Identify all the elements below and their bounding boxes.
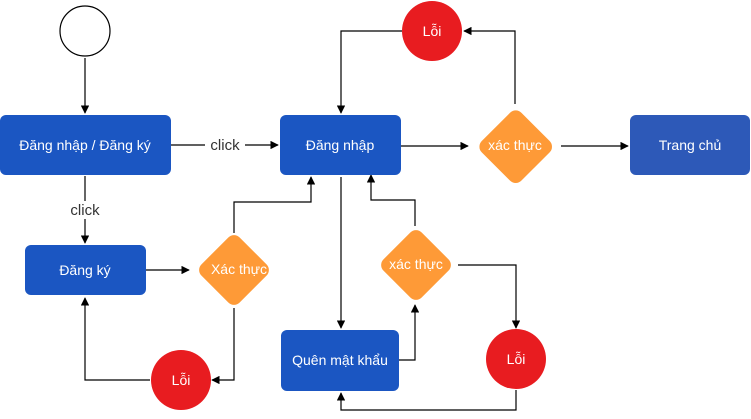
start-node (59, 5, 111, 57)
edge-forgot-to-verify (399, 304, 420, 361)
edge-verify-register-to-login (233, 176, 316, 233)
node-home-label: Trang chủ (659, 137, 722, 153)
decision-verify-forgot (381, 230, 451, 300)
node-register (25, 245, 146, 295)
decision-verify-register (199, 235, 269, 305)
edge-verify-login-to-error (463, 26, 516, 104)
node-login-register-label: Đăng nhập / Đăng ký (19, 137, 151, 153)
error-register-node (151, 350, 211, 410)
edge-verify-forgot-to-login (366, 174, 416, 226)
error-forgot-label: Lỗi (507, 351, 526, 367)
edge-verify-forgot-to-error (458, 264, 521, 329)
node-login-register (0, 115, 171, 175)
decision-verify-register-label: Xác thực (211, 261, 267, 277)
error-login-node (402, 1, 462, 61)
edge-verify-register-to-error (211, 308, 235, 385)
decision-verify-forgot-label: xác thực (389, 256, 443, 272)
decision-verify-login (479, 110, 552, 183)
node-register-label: Đăng ký (59, 262, 110, 278)
edge-label-click-register: click (70, 202, 100, 219)
decision-verify-login-label: xác thực (488, 137, 542, 153)
error-forgot-node (486, 329, 546, 389)
edges (80, 26, 629, 411)
error-login-label: Lỗi (423, 23, 442, 39)
node-forgot-password-label: Quên mật khẩu (292, 352, 388, 368)
edge-label-click-login: click (210, 137, 240, 154)
edge-error-login-to-login (336, 30, 402, 114)
node-home (630, 115, 750, 175)
edge-error-forgot-to-forgot (336, 390, 517, 411)
edge-label-bg (65, 201, 105, 219)
error-register-label: Lỗi (172, 372, 191, 388)
edge-label-bg (205, 136, 245, 154)
node-login-label: Đăng nhập (306, 137, 375, 153)
node-forgot-password (281, 330, 399, 391)
edge-error-register-to-register (80, 297, 150, 381)
node-login (280, 115, 401, 175)
